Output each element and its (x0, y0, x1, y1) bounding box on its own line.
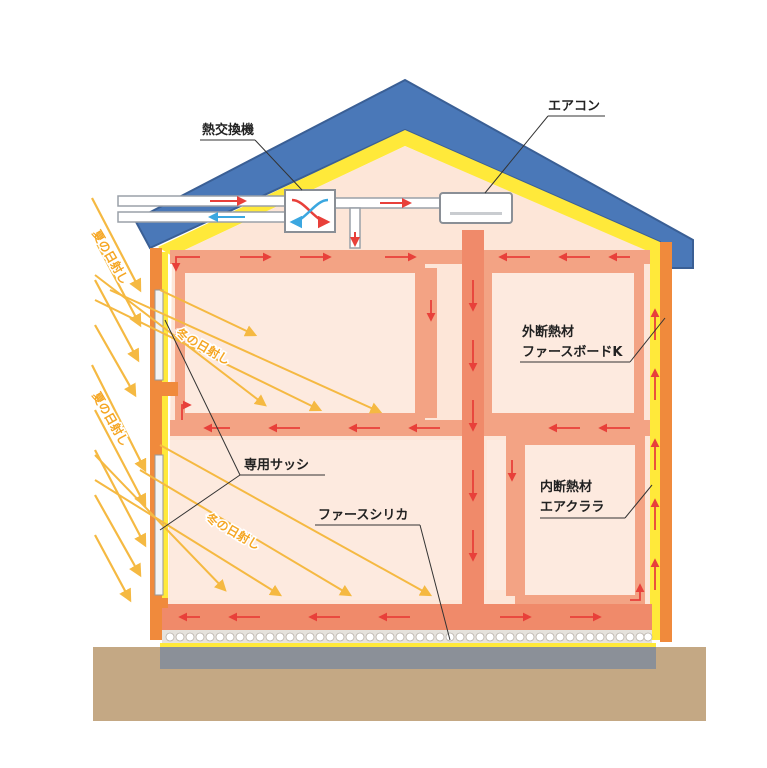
leader-lines (159, 115, 666, 641)
sash-label: 専用サッシ (244, 457, 309, 473)
right-outer-wall (660, 242, 672, 642)
room-1f-left (170, 440, 465, 600)
pebbles (165, 632, 653, 642)
floor1-duct (162, 604, 652, 632)
heat-exchanger-unit (284, 189, 336, 233)
summer-sun-rays (91, 197, 147, 603)
eave-2f (150, 382, 178, 396)
aircon-unit (439, 192, 513, 224)
air-circulation-arrows (171, 252, 660, 622)
outer-insulation-label-2: ファースボードK (522, 344, 623, 360)
inner-insulation-label-1: 内断熱材 (540, 479, 592, 495)
room-1f-right (515, 435, 645, 605)
aircon-label: エアコン (548, 99, 600, 114)
vent-pipe-down (349, 207, 361, 249)
foundation-top (160, 643, 656, 647)
silica-label: ファースシリカ (318, 508, 408, 523)
left-wall-insulation (162, 252, 168, 640)
outer-insulation-label-1: 外断熱材 (521, 324, 574, 340)
vertical-duct-left (425, 268, 437, 418)
foundation (160, 645, 656, 669)
window-2f (154, 289, 164, 381)
room-2f-left (175, 263, 425, 423)
vent-pipe-upper (117, 195, 289, 207)
room-2f-right (482, 263, 644, 423)
winter-sun-rays (94, 274, 433, 597)
heat-exchanger-label: 熱交換機 (202, 122, 254, 138)
vent-pipe-lower (117, 211, 289, 223)
inner-insulation-label-2: エアクララ (540, 500, 604, 515)
eave-1f (150, 598, 168, 608)
ventilation-arrows (208, 196, 412, 247)
